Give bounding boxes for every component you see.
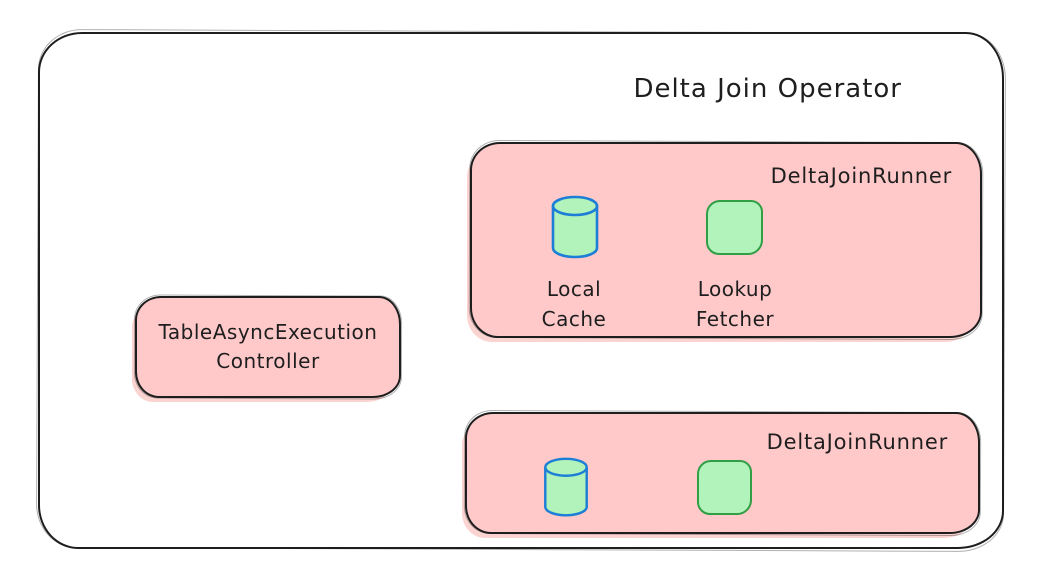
lookup-fetcher-label-line2: Fetcher bbox=[695, 307, 775, 331]
delta-join-operator-container: Delta Join Operator TableAsyncExecution … bbox=[38, 32, 1004, 549]
runner-bottom-label: DeltaJoinRunner bbox=[766, 430, 948, 454]
local-cache-label: Local Cache bbox=[518, 274, 630, 334]
runner-top-label: DeltaJoinRunner bbox=[770, 164, 952, 188]
delta-join-runner-top-box: DeltaJoinRunner Local Cache Lookup Fetch… bbox=[470, 142, 982, 338]
database-cylinder-icon bbox=[544, 457, 588, 517]
controller-label-line2: Controller bbox=[216, 349, 320, 373]
controller-label-line1: TableAsyncExecution bbox=[158, 320, 378, 344]
green-rounded-square-icon bbox=[697, 460, 752, 515]
table-async-execution-controller-box: TableAsyncExecution Controller bbox=[135, 296, 401, 398]
local-cache-label-line1: Local bbox=[546, 277, 602, 301]
delta-join-runner-bottom-box: DeltaJoinRunner bbox=[465, 412, 980, 534]
database-cylinder-icon bbox=[551, 195, 599, 259]
green-rounded-square-icon bbox=[706, 200, 763, 255]
local-cache-label-line2: Cache bbox=[541, 307, 607, 331]
lookup-fetcher-label: Lookup Fetcher bbox=[674, 274, 796, 334]
lookup-fetcher-label-line1: Lookup bbox=[697, 277, 773, 301]
diagram-title: Delta Join Operator bbox=[633, 74, 902, 104]
